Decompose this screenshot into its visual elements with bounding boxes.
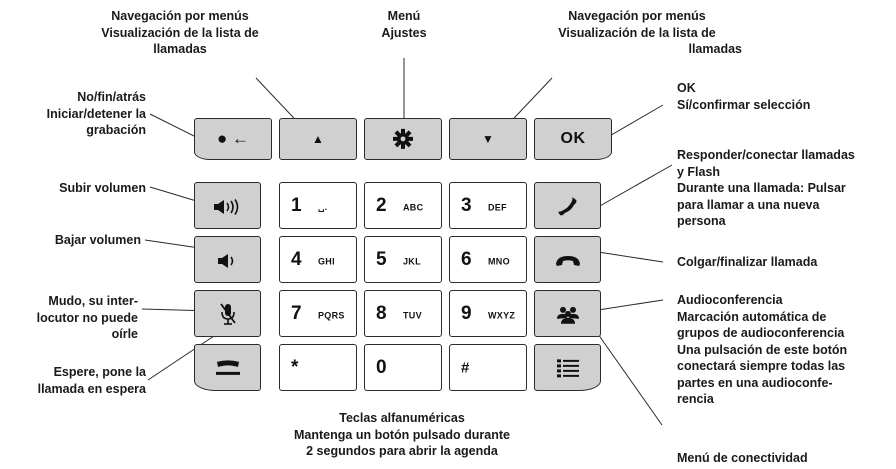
key-digit: 4 [291,248,302,270]
volume-down-button[interactable] [194,236,261,283]
list-menu-icon [535,357,600,378]
arrow-down-icon: ▼ [482,132,494,146]
key-digit: 6 [461,248,472,270]
callout-nav-right: Navegación por menús Visualización de la… [558,9,742,56]
keypad-key-8[interactable]: 8 TUV [364,290,442,337]
ok-label: OK [560,130,586,147]
key-digit: 9 [461,302,472,324]
key-letters: MNO [488,256,510,266]
mute-button[interactable] [194,290,261,337]
microphone-off-icon [195,302,260,326]
keypad-key-3[interactable]: 3 DEF [449,182,527,229]
key-digit: # [461,359,470,376]
nav-up-button[interactable]: ▲ [279,118,357,160]
key-digit: 7 [291,302,302,324]
key-digit: 5 [376,248,387,270]
callout-volume-down: Bajar volumen [54,233,141,247]
key-digit: 2 [376,194,387,216]
keypad-key-7[interactable]: 7 PQRS [279,290,357,337]
hang-up-icon [535,250,600,270]
keypad-key-4[interactable]: 4 GHI [279,236,357,283]
key-letters: GHI [318,256,335,266]
key-digit: 0 [376,356,387,378]
callout-answer: Responder/conectar llamadas y Flash Dura… [677,148,855,228]
keypad-key-2[interactable]: 2 ABC [364,182,442,229]
hold-button[interactable] [194,344,261,391]
keypad-key-hash[interactable]: # [449,344,527,391]
key-digit: 1 [291,194,302,216]
gear-icon [365,128,441,150]
key-letters: WXYZ [488,310,516,320]
callout-alphanumeric: Teclas alfanuméricas Mantenga un botón p… [294,411,510,458]
back-record-icon: ● ← [217,129,249,148]
callout-back: No/fin/atrás Iniciar/detener la grabació… [46,90,146,137]
key-digit: * [291,356,299,378]
ok-button[interactable]: OK [534,118,612,160]
key-letters: ABC [403,202,424,212]
key-letters: TUV [403,310,422,320]
volume-up-button[interactable] [194,182,261,229]
settings-menu-button[interactable] [364,118,442,160]
keypad-key-1[interactable]: 1 ␣. [279,182,357,229]
key-letters: DEF [488,202,507,212]
callout-conference: Audioconferencia Marcación automática de… [677,293,848,406]
callout-ok: OK Sí/confirmar selección [677,81,811,112]
callout-mute: Mudo, su inter- locutor no puede oírle [36,294,138,341]
volume-down-icon [195,250,260,270]
callout-menu-settings: Menú Ajustes [381,9,427,40]
keypad-key-star[interactable]: * [279,344,357,391]
conference-button[interactable] [534,290,601,337]
key-digit: 8 [376,302,387,324]
leader-line-connectivity [597,333,663,426]
back-button[interactable]: ● ← [194,118,272,160]
callout-volume-up: Subir volumen [59,181,146,195]
hang-up-button[interactable] [534,236,601,283]
answer-call-button[interactable] [534,182,601,229]
key-letters: JKL [403,256,421,266]
arrow-up-icon: ▲ [312,132,324,146]
hold-icon [195,357,260,377]
keypad-key-0[interactable]: 0 [364,344,442,391]
keypad-key-9[interactable]: 9 WXYZ [449,290,527,337]
callout-hang-up: Colgar/finalizar llamada [677,255,818,269]
phone-handset-icon [535,194,600,216]
leader-line-hangup [597,251,664,263]
leader-line-conference [597,299,664,311]
key-letters: PQRS [318,310,345,320]
connectivity-menu-button[interactable] [534,344,601,391]
people-group-icon [535,303,600,324]
nav-down-button[interactable]: ▼ [449,118,527,160]
keypad-key-5[interactable]: 5 JKL [364,236,442,283]
leader-line-answer [597,164,673,208]
callout-nav-left: Navegación por menús Visualización de la… [101,9,259,56]
volume-up-icon [195,196,260,216]
callout-hold: Espere, pone la llamada en espera [37,365,146,396]
key-digit: 3 [461,194,472,216]
callout-connectivity: Menú de conectividad [677,451,808,465]
keypad-key-6[interactable]: 6 MNO [449,236,527,283]
key-letters: ␣. [318,201,328,212]
